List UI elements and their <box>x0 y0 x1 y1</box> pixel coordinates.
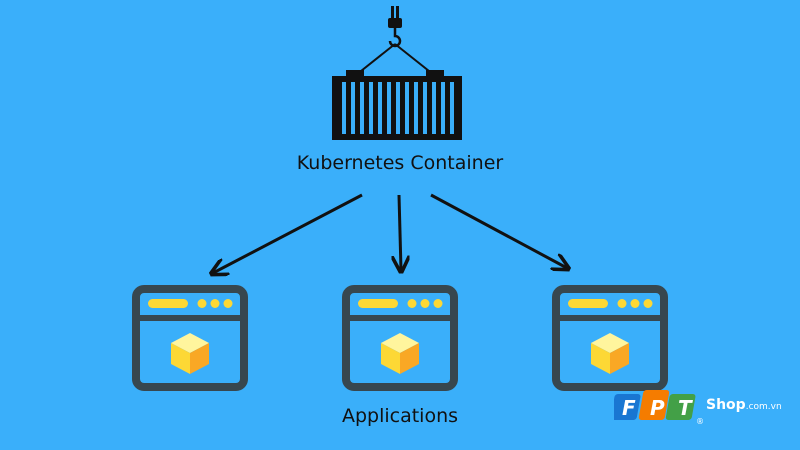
fpt-logo-badge-icon: F P T ® <box>614 390 704 426</box>
application-window-icon <box>342 285 458 391</box>
arrow-to-app-left <box>213 193 363 273</box>
logo-domain-text: .com.vn <box>745 402 782 412</box>
application-window-icon <box>132 285 248 391</box>
arrow-to-app-middle <box>399 194 401 270</box>
fpt-shop-logo: F P T ® Shop.com.vn <box>614 388 794 438</box>
cube-icon <box>171 333 209 374</box>
logo-letter-f: F <box>622 396 636 420</box>
applications-label: Applications <box>341 405 459 427</box>
cube-icon <box>591 333 629 374</box>
application-window-icon <box>552 285 668 391</box>
arrow-to-app-right <box>430 193 567 268</box>
crane-cable-right <box>394 43 435 76</box>
shipping-container-icon <box>332 70 462 140</box>
logo-letter-p: P <box>650 396 665 420</box>
crane-hook-icon <box>388 6 402 48</box>
logo-shop-text: Shop.com.vn <box>706 397 782 413</box>
logo-letter-t: T <box>678 396 693 420</box>
logo-shop-word: Shop <box>706 397 746 413</box>
logo-registered-mark: ® <box>696 417 704 426</box>
crane-cable-left <box>355 43 396 76</box>
cube-icon <box>381 333 419 374</box>
kubernetes-container-label: Kubernetes Container <box>296 152 504 174</box>
